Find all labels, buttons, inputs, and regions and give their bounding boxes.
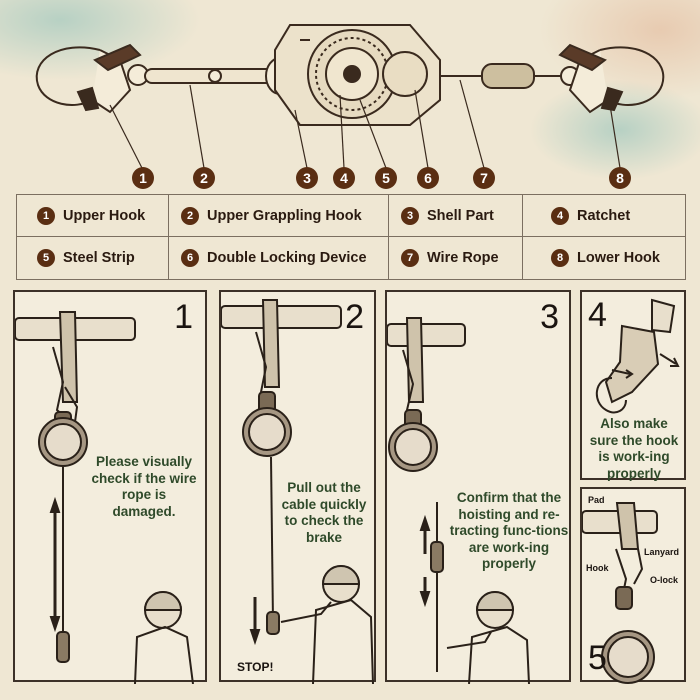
legend-badge: 1 xyxy=(37,206,55,225)
part-number-2: 2 xyxy=(193,167,215,189)
legend-badge: 5 xyxy=(37,249,55,267)
step-1-illustration xyxy=(15,311,194,684)
legend-label: Double Locking Device xyxy=(207,250,367,266)
stop-label: STOP! xyxy=(237,660,274,674)
legend-cell-8: 8 Lower Hook xyxy=(523,237,685,279)
legend-label: Steel Strip xyxy=(63,250,135,266)
step-2-illustration xyxy=(221,299,374,684)
part-number-7: 7 xyxy=(473,167,495,189)
legend-label: Upper Grappling Hook xyxy=(207,207,362,224)
legend-label: Ratchet xyxy=(577,207,631,224)
legend-badge: 8 xyxy=(551,249,569,267)
part-number-1: 1 xyxy=(132,167,154,189)
part-number-4: 4 xyxy=(333,167,355,189)
legend-badge: 2 xyxy=(181,206,199,225)
legend-label: Wire Rope xyxy=(427,250,499,266)
legend-cell-7: 7 Wire Rope xyxy=(389,237,523,279)
legend-badge: 7 xyxy=(401,249,419,267)
hook-label: Hook xyxy=(586,563,609,573)
legend-label: Upper Hook xyxy=(63,207,146,224)
legend-cell-4: 4 Ratchet xyxy=(523,195,685,237)
legend-label: Lower Hook xyxy=(577,250,660,266)
device-diagram xyxy=(35,24,665,169)
legend-badge: 6 xyxy=(181,249,199,267)
step-number: 2 xyxy=(345,298,364,336)
lanyard-label: Lanyard xyxy=(644,547,680,557)
step-panel-3: 3 Confirm that the hoisting and re-tract… xyxy=(385,290,571,684)
part-number-8: 8 xyxy=(609,167,631,189)
step-number: 3 xyxy=(540,298,559,336)
pad-label: Pad xyxy=(588,495,605,505)
step-number: 1 xyxy=(174,298,193,336)
step-number: 5 xyxy=(588,639,607,677)
olock-label: O-lock xyxy=(650,575,679,585)
part-number-5: 5 xyxy=(375,167,397,189)
legend-cell-1: 1 Upper Hook xyxy=(17,195,169,237)
legend-label: Shell Part xyxy=(427,207,494,224)
part-number-3: 3 xyxy=(296,167,318,189)
legend-badge: 3 xyxy=(401,206,419,225)
legend-cell-5: 5 Steel Strip xyxy=(17,237,169,279)
legend-badge: 4 xyxy=(551,206,569,225)
step-instruction: Please visually check if the wire rope i… xyxy=(91,454,197,519)
step-panel-2: 2 Pull out the cable quickly to check th… xyxy=(219,290,376,684)
legend-cell-2: 2 Upper Grappling Hook xyxy=(169,195,389,237)
step-instruction: Confirm that the hoisting and re-tractin… xyxy=(449,490,569,571)
step-3-illustration xyxy=(387,317,530,684)
step-4-illustration xyxy=(596,298,680,414)
step-panel-1: 1 Please visually check if the wire rope… xyxy=(13,290,207,684)
step-5-illustration xyxy=(582,502,658,684)
legend-cell-6: 6 Double Locking Device xyxy=(169,237,389,279)
part-number-6: 6 xyxy=(417,167,439,189)
step-panel-5: Pad Lanyard Hook O-lock 5 xyxy=(580,487,686,684)
step-number: 4 xyxy=(588,296,607,334)
step-instruction: Also make sure the hook is work-ing prop… xyxy=(589,416,679,481)
step-instruction: Pull out the cable quickly to check the … xyxy=(281,480,367,545)
parts-legend: 1 Upper Hook 2 Upper Grappling Hook 3 Sh… xyxy=(16,194,686,280)
legend-cell-3: 3 Shell Part xyxy=(389,195,523,237)
step-panel-4: 4 Also make sure the hook is work-ing pr… xyxy=(580,290,686,481)
